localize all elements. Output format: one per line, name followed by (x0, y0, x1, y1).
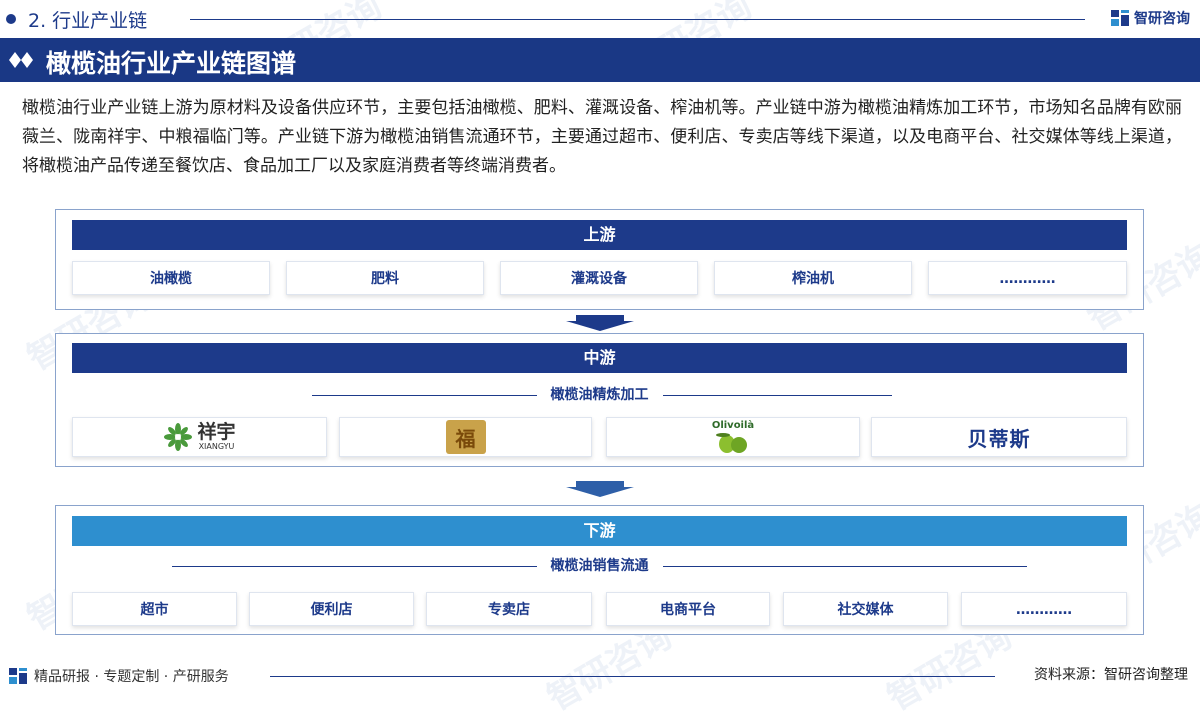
downstream-panel: 下游 橄榄油销售流通 超市 便利店 专卖店 电商平台 社交媒体 ………… (55, 505, 1144, 635)
brand-name-text: Olivoilà (711, 420, 755, 431)
midstream-header: 中游 (72, 343, 1127, 373)
divider (190, 19, 1085, 20)
fulinmen-logo-icon: 福 (445, 420, 486, 454)
downstream-item: 超市 (72, 592, 237, 626)
brand-icon (9, 668, 27, 684)
brand-card-fulinmen: 福 (339, 417, 592, 457)
upstream-item: 油橄榄 (72, 261, 270, 295)
xiangyu-logo-icon (164, 423, 193, 451)
downstream-item: 便利店 (249, 592, 414, 626)
footer-tagline: 精品研报 · 专题定制 · 产研服务 (34, 669, 229, 685)
downstream-item: ………… (961, 592, 1127, 626)
down-arrow-icon (566, 315, 634, 331)
downstream-item: 社交媒体 (783, 592, 948, 626)
title-band: 橄榄油行业产业链图谱 (0, 38, 1200, 82)
diamond-icon (9, 52, 33, 68)
brand-card-betis: 贝蒂斯 (871, 417, 1127, 457)
downstream-subtitle: 橄榄油销售流通 (536, 558, 663, 574)
midstream-subtitle: 橄榄油精炼加工 (536, 387, 663, 403)
divider (270, 676, 995, 677)
brand-name: 智研咨询 (1134, 11, 1190, 27)
upstream-header: 上游 (72, 220, 1127, 250)
source-note: 资料来源：智研咨询整理 (1034, 667, 1188, 683)
footer-tagline-row: 精品研报 · 专题定制 · 产研服务 (8, 666, 229, 686)
page-title: 橄榄油行业产业链图谱 (46, 49, 297, 78)
brand-card-xiangyu: 祥宇 XIANGYU (72, 417, 327, 457)
upstream-item: 灌溉设备 (500, 261, 698, 295)
olivoila-logo-icon: Olivoilà (712, 420, 754, 454)
downstream-header: 下游 (72, 516, 1127, 546)
section-label: 2. 行业产业链 (28, 10, 148, 32)
down-arrow-icon (566, 481, 634, 497)
midstream-panel: 中游 橄榄油精炼加工 祥宇 XIANGYU 福 (55, 333, 1144, 467)
downstream-item: 专卖店 (426, 592, 592, 626)
downstream-subtitle-row: 橄榄油销售流通 (72, 555, 1127, 577)
brand-card-olivoila: Olivoilà (606, 417, 860, 457)
upstream-item: 肥料 (286, 261, 484, 295)
brand-name-text: 福 (455, 426, 476, 451)
intro-paragraph: 橄榄油行业产业链上游为原材料及设备供应环节，主要包括油橄榄、肥料、灌溉设备、榨油… (22, 98, 1182, 176)
olive-icon (715, 433, 747, 453)
brand-name-text: 祥宇 (197, 421, 236, 443)
brand-logo: 智研咨询 (1110, 6, 1190, 30)
brand-icon (1111, 10, 1129, 26)
upstream-item: ………… (928, 261, 1127, 295)
downstream-item: 电商平台 (606, 592, 770, 626)
bullet-icon (6, 14, 16, 24)
betis-logo-text: 贝蒂斯 (967, 426, 1031, 451)
midstream-subtitle-row: 橄榄油精炼加工 (72, 384, 1127, 406)
brand-name-subtext: XIANGYU (198, 442, 235, 451)
top-bar: 2. 行业产业链 智研咨询 (0, 0, 1200, 38)
upstream-panel: 上游 油橄榄 肥料 灌溉设备 榨油机 ………… (55, 209, 1144, 310)
upstream-item: 榨油机 (714, 261, 912, 295)
